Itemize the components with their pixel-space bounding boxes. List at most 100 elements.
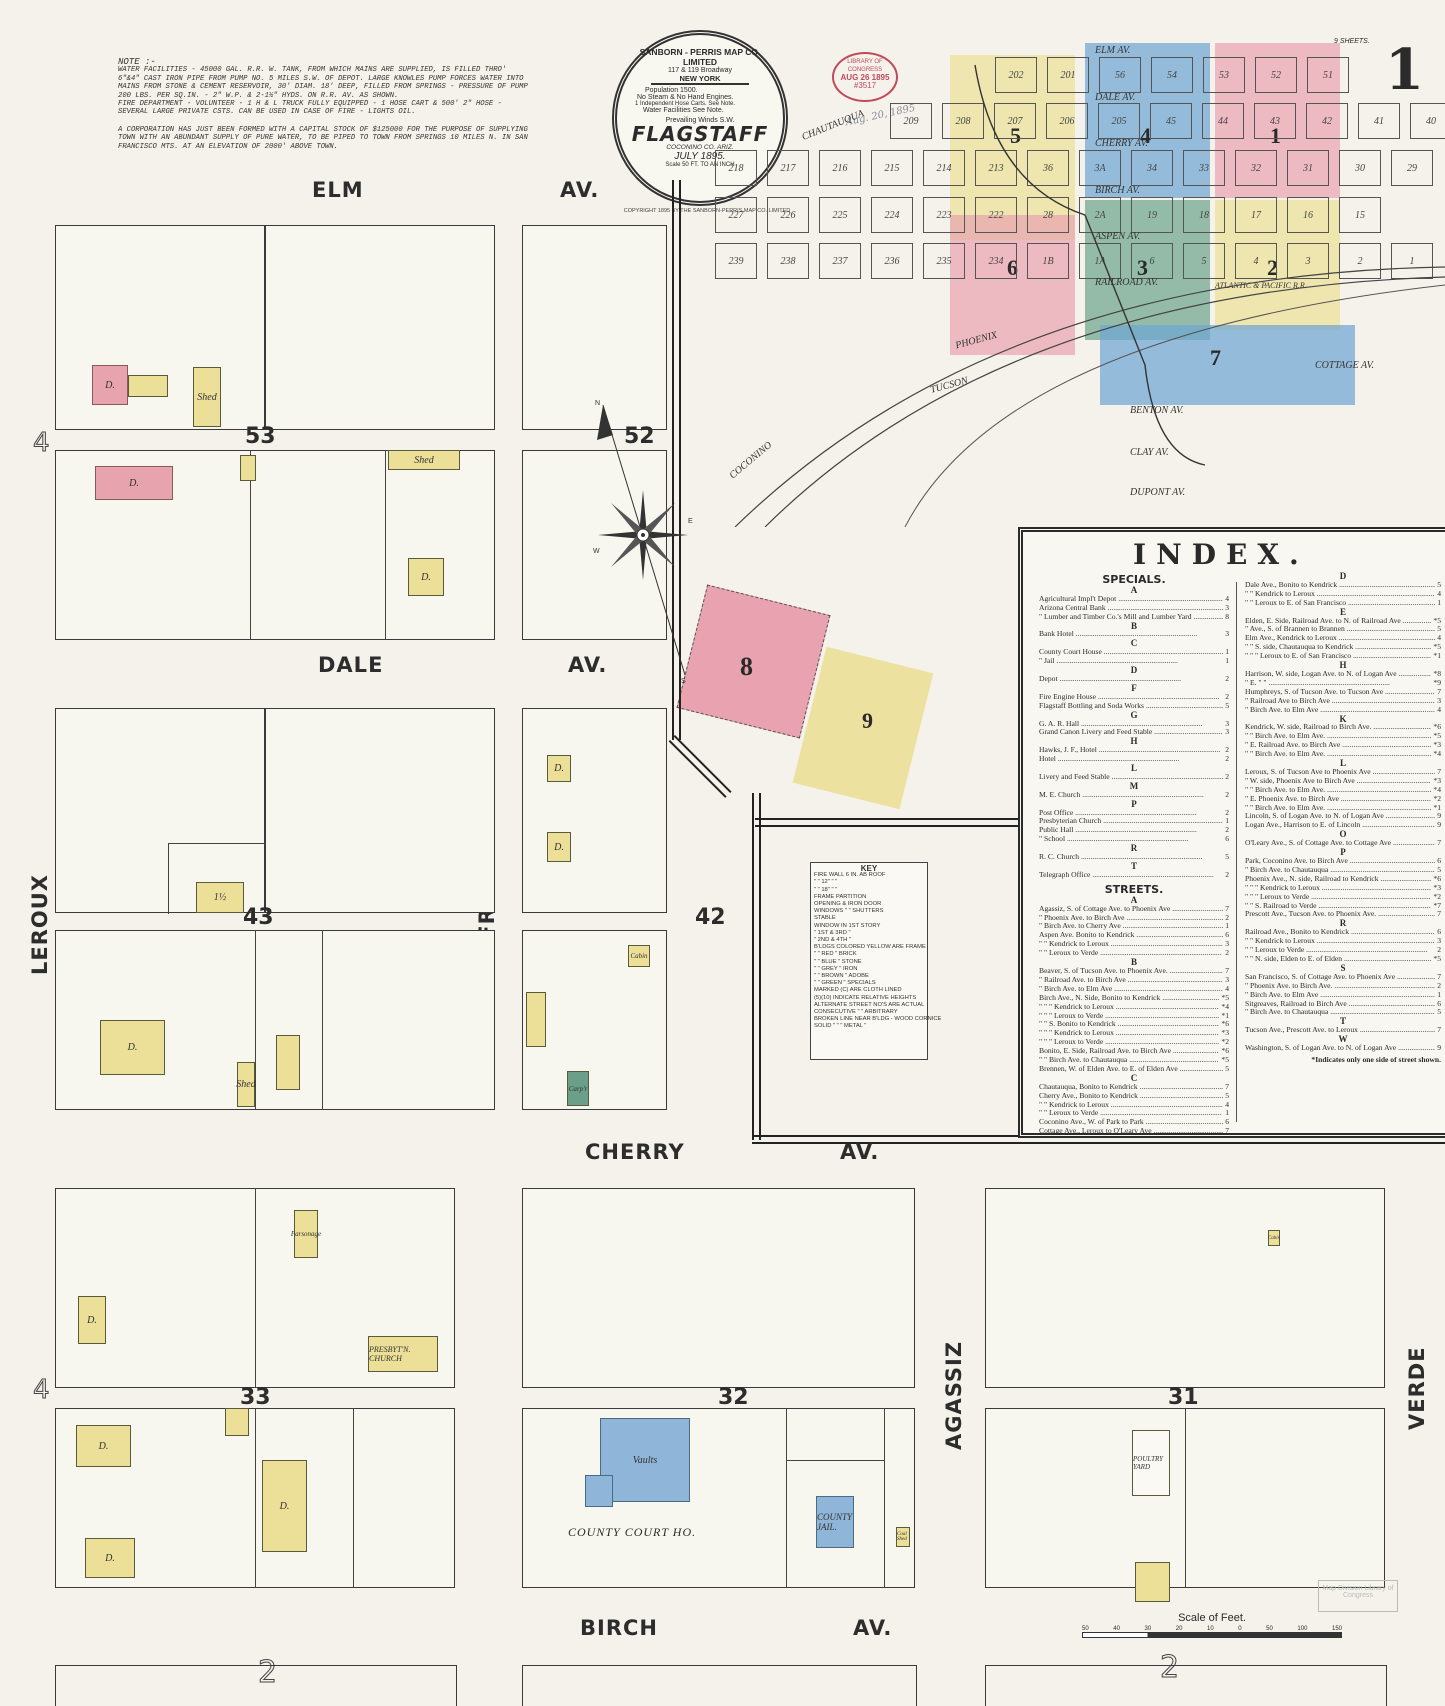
index-entry: " Birch Ave. to Chautauqua5: [1245, 1008, 1441, 1017]
index-entry-name: " " Kendrick to Leroux: [1245, 590, 1435, 599]
dwelling-33-3: D.: [262, 1460, 307, 1552]
block-43-north-east: [265, 708, 495, 913]
scale-tick: 50: [1266, 1626, 1273, 1632]
outbuilding-53-1: [240, 455, 256, 481]
seal-hose: 1 Independent Hose Carts. See Note.: [635, 101, 736, 107]
street-elm-av: AV.: [560, 178, 600, 202]
index-entry-name: " Birch Ave. to Elm Ave: [1039, 985, 1223, 994]
church-presbyterian: PRESBYT'N. CHURCH: [368, 1336, 438, 1372]
index-entry: " W. side, Phoenix Ave to Birch Ave*3: [1245, 775, 1441, 786]
key-map-block: 226: [767, 197, 809, 233]
block-52-number: 52: [624, 424, 655, 449]
street-dale-av: AV.: [568, 653, 608, 677]
key-map-block: 31: [1287, 150, 1329, 186]
key-map-block: 202: [995, 57, 1037, 93]
index-entry-name: " Railroad Ave. to Birch Ave: [1039, 976, 1223, 985]
index-entry-sheet: 7: [1437, 766, 1441, 776]
index-entry: Humphreys, S. of Tucson Ave. to Tucson A…: [1245, 687, 1441, 697]
index-letter: D: [1130, 665, 1138, 676]
notes-block: NOTE :- WATER FACILITIES - 45000 GAL. R.…: [118, 57, 528, 151]
index-entry-sheet: 5: [1437, 579, 1441, 589]
scale-tick: 150: [1331, 1626, 1342, 1632]
key-row: " 1ST & 3RD ": [814, 929, 851, 936]
index-entry-name: Logan Ave., Harrison to E. of Lincoln: [1245, 821, 1435, 830]
index-entry: Prescott Ave., Tucson Ave. to Phoenix Av…: [1245, 910, 1441, 919]
seal-scale: Scale 50 FT. TO AN INCH: [665, 162, 735, 168]
index-entry: Washington, S. of Logan Ave. to N. of Lo…: [1245, 1043, 1441, 1053]
key-row: CONSECUTIVE " " ARBITRARY: [814, 1009, 898, 1016]
key-map-block: 51: [1307, 57, 1349, 93]
index-entry-sheet: 3: [1225, 939, 1229, 949]
index-entry: " " Birch Ave. to Elm Ave.*5: [1245, 731, 1441, 741]
dwelling-53-2: D.: [95, 466, 173, 500]
block-42-north: [522, 708, 667, 913]
index-entry-name: Brennen, W. of Elden Ave. to E. of Elden…: [1039, 1065, 1223, 1074]
index-entry-sheet: 6: [1437, 856, 1441, 865]
index-entry: Cherry Ave., Bonito to Kendrick5: [1039, 1091, 1229, 1101]
block-33-south-divider-2: [353, 1408, 354, 1588]
index-entry-sheet: 9: [1437, 1043, 1441, 1053]
key-map-block: 41: [1358, 103, 1400, 139]
index-entry-sheet: *3: [1433, 775, 1441, 785]
index-entry-name: Aspen Ave. Bonito to Kendrick: [1039, 931, 1223, 940]
index-entry: " " Birch Ave. to Chautauqua*5: [1039, 1055, 1229, 1065]
key-map-street-cottage: COTTAGE AV.: [1315, 360, 1374, 371]
index-entry-sheet: *7: [1433, 900, 1441, 910]
key-map-street-aspen: ASPEN AV.: [1095, 231, 1141, 242]
sheet-number: 1: [1385, 37, 1424, 103]
index-entry-sheet: 7: [1437, 971, 1441, 981]
index-entry-sheet: 4: [1225, 983, 1229, 993]
index-entry-name: Washington, S. of Logan Ave. to N. of Lo…: [1245, 1044, 1435, 1053]
index-letter: E: [1339, 606, 1346, 617]
index-entry: " " " Kendrick to Leroux*3: [1245, 883, 1441, 893]
index-entry: " " Birch Ave. to Elm Ave.*4: [1245, 785, 1441, 795]
key-map-block: 17: [1235, 197, 1277, 233]
scale-tick: 50: [1082, 1626, 1089, 1632]
index-letter: C: [1130, 1072, 1138, 1083]
index-entry-sheet: *6: [1221, 1019, 1229, 1029]
index-entry-sheet: 1: [1225, 816, 1229, 826]
key-map-block: 52: [1255, 57, 1297, 93]
index-entry-name: " Birch Ave. to Elm Ave: [1245, 991, 1435, 1000]
index-entry-sheet: 6: [1437, 998, 1441, 1008]
copyright-stamp: LIBRARY OF CONGRESS AUG 26 1895 #3517: [832, 52, 898, 102]
index-entry-name: " " " Leroux to Verde: [1245, 893, 1431, 902]
index-entry-name: Coconino Ave., W. of Park to Park: [1039, 1118, 1223, 1127]
index-entry-name: Park, Coconino Ave. to Birch Ave: [1245, 857, 1435, 866]
index-entry: " E. " "*9: [1245, 678, 1441, 688]
index-entry-sheet: 3: [1225, 727, 1229, 737]
poultry-yard: POULTRY YARD: [1132, 1430, 1170, 1496]
index-entry-sheet: 6: [1225, 930, 1229, 940]
key-map-block: 237: [819, 243, 861, 279]
seal-company: SANBORN - PERRIS MAP CO. LIMITED: [639, 47, 761, 67]
index-entry-sheet: 4: [1437, 704, 1441, 714]
index-entry: Presbyterian Church1: [1039, 817, 1229, 826]
key-map-zonenum-5: 5: [1010, 123, 1021, 148]
stamp-date: AUG 26 1895: [840, 73, 890, 82]
key-row: ALTERNATE STREET NO'S ARE ACTUAL: [814, 1001, 925, 1008]
key-map-block: 238: [767, 243, 809, 279]
index-entry: Arizona Central Bank3: [1039, 603, 1229, 613]
scale-tick: 100: [1297, 1626, 1308, 1632]
shed-43: Shed: [236, 1062, 256, 1107]
block-32-north: [522, 1188, 915, 1388]
index-entry-name: " Birch Ave. to Chautauqua: [1245, 866, 1435, 875]
key-map-zone-4: [1085, 43, 1210, 198]
index-letter: D: [1339, 571, 1347, 581]
map-key: KEY FIRE WALL 6 IN. AB ROOF" " 12" " "" …: [810, 862, 941, 1060]
index-entry-name: Hotel: [1039, 755, 1223, 764]
index-title: INDEX.: [1133, 538, 1309, 571]
index-entry-name: Elden, E. Side, Railroad Ave. to N. of R…: [1245, 617, 1431, 626]
index-entry: Coconino Ave., W. of Park to Park6: [1039, 1117, 1229, 1127]
key-map-block: 217: [767, 150, 809, 186]
index-entry: " " " Kendrick to Leroux*3: [1039, 1028, 1229, 1038]
dwelling-42-3: [526, 992, 546, 1047]
key-map-block: 205: [1098, 103, 1140, 139]
index-entry-name: " " N. side, Elden to E. of Elden: [1245, 955, 1431, 964]
index-entry-name: R. C. Church: [1039, 853, 1223, 862]
index-entry-sheet: 6: [1225, 1117, 1229, 1127]
index-entry-sheet: 3: [1225, 974, 1229, 984]
index-letter: G: [1130, 709, 1138, 720]
